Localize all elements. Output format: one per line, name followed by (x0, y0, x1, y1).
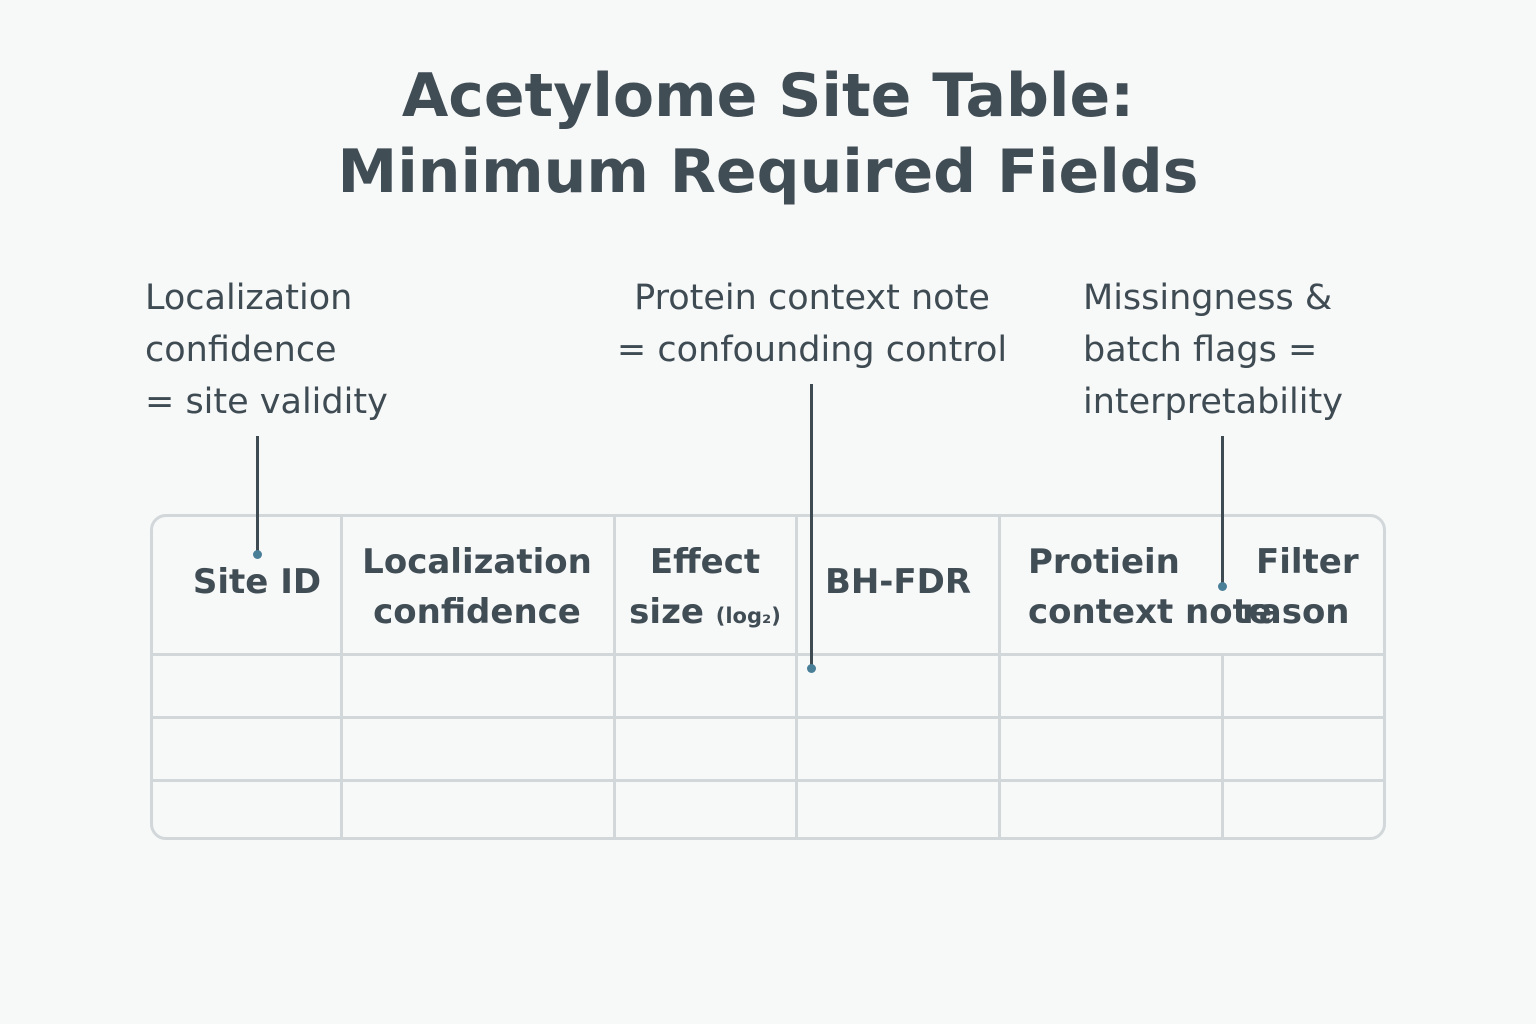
annotation-missingness: Missingness & batch flags = interpretabi… (1083, 272, 1343, 428)
annotation-line: = site validity (145, 382, 388, 422)
header-label: Localization (362, 542, 592, 582)
header-unit: (log₂) (715, 604, 781, 628)
header-filter-reason: Filter rason (1242, 537, 1359, 637)
header-label: Filter (1256, 542, 1359, 582)
annotation-localization: Localization confidence = site validity (145, 272, 388, 428)
column-divider (1221, 655, 1224, 838)
page-title: Acetylome Site Table: Minimum Required F… (0, 58, 1536, 210)
header-bh-fdr: BH-FDR (798, 557, 998, 607)
header-label: BH-FDR (824, 562, 972, 602)
row-divider (152, 779, 1385, 782)
annotation-line: = confounding control (616, 330, 1008, 370)
header-effect-size: Effect size (log₂) (616, 537, 794, 641)
annotation-line: confidence (145, 330, 337, 370)
title-line-1: Acetylome Site Table: (401, 61, 1135, 131)
row-divider (152, 653, 1385, 656)
leader-line-localization (256, 436, 259, 553)
column-divider (613, 516, 616, 838)
marker-dot (807, 664, 816, 673)
header-label: Site ID (192, 562, 322, 602)
marker-dot (253, 550, 262, 559)
header-localization-confidence: Localization confidence (344, 537, 610, 637)
header-protein-context-note: Protiein context note (1028, 537, 1272, 637)
leader-line-protein-context (810, 384, 813, 667)
row-divider (152, 716, 1385, 719)
header-label: Protiein (1028, 542, 1180, 582)
annotation-line: interpretability (1083, 382, 1343, 422)
annotation-line: batch flags = (1083, 330, 1318, 370)
column-divider (998, 516, 1001, 838)
annotation-line: Protein context note (634, 278, 990, 318)
marker-dot (1218, 582, 1227, 591)
header-label: context note (1028, 592, 1272, 632)
title-line-2: Minimum Required Fields (337, 137, 1199, 207)
site-table (150, 514, 1386, 840)
annotation-protein-context: Protein context note = confounding contr… (612, 272, 1012, 376)
column-divider (795, 516, 798, 838)
header-label-line: size (log₂) (616, 587, 794, 641)
leader-line-missingness (1221, 436, 1224, 586)
annotation-line: Missingness & (1083, 278, 1333, 318)
header-label: size (629, 592, 704, 632)
header-site-id: Site ID (152, 557, 362, 607)
header-label: Effect (649, 542, 761, 582)
column-divider (340, 516, 343, 838)
header-label: rason (1242, 592, 1350, 632)
annotation-line: Localization (145, 278, 353, 318)
header-label: confidence (373, 592, 581, 632)
